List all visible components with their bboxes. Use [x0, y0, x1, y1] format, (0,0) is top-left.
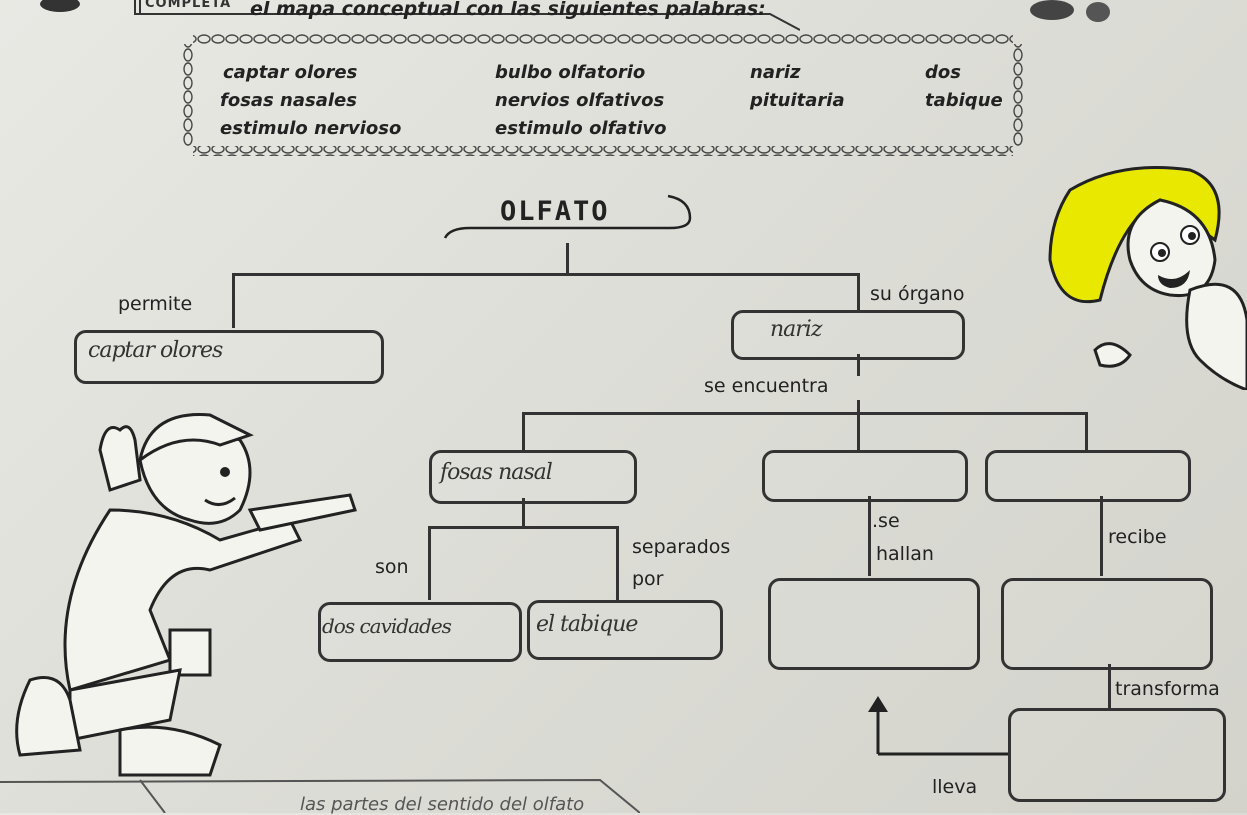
word-bank-item: bulbo olfatorio — [495, 62, 646, 83]
cloud-icon — [1030, 0, 1110, 22]
connector-line — [232, 273, 235, 328]
label-se: .se — [872, 510, 900, 532]
label-su-organo: su órgano — [870, 283, 965, 305]
connector-line — [857, 354, 860, 376]
chain-border — [183, 34, 1023, 156]
connector-line — [868, 496, 871, 576]
answer-box-empty[interactable] — [1001, 578, 1213, 670]
label-son: son — [375, 556, 409, 578]
girl-illustration — [1048, 166, 1247, 390]
handwritten-answer: nariz — [770, 317, 822, 342]
connector-line — [522, 412, 525, 452]
answer-box-fosas[interactable] — [429, 450, 637, 504]
word-bank-item: fosas nasales — [220, 90, 357, 111]
label-recibe: recibe — [1108, 526, 1167, 548]
word-bank-item: tabique — [925, 90, 1003, 111]
label-hallan: hallan — [876, 543, 934, 565]
handwritten-answer: captar olores — [88, 338, 223, 363]
word-bank-item: dos — [925, 62, 961, 83]
connector-line — [522, 412, 1088, 415]
label-se-encuentra: se encuentra — [704, 375, 829, 397]
word-bank: captar olores bulbo olfatorio nariz dos … — [183, 34, 1023, 156]
connector-line — [1085, 412, 1088, 452]
handwritten-answer: dos cavidades — [322, 614, 452, 638]
connector-line — [857, 412, 860, 452]
answer-box-empty[interactable] — [1008, 708, 1226, 802]
instruction-text: el mapa conceptual con las siguientes pa… — [250, 0, 766, 20]
connector-line — [566, 243, 569, 275]
answer-box-organo[interactable] — [731, 310, 965, 360]
handwritten-answer: el tabique — [536, 612, 638, 637]
answer-box-empty[interactable] — [768, 578, 980, 670]
connector-line — [232, 273, 860, 276]
connector-line — [1100, 496, 1103, 576]
connector-line — [428, 526, 618, 529]
instruction-tag: COMPLETA — [145, 0, 232, 11]
word-bank-item: captar olores — [223, 62, 358, 83]
connector-line — [428, 526, 431, 600]
answer-box-por[interactable] — [527, 600, 723, 660]
label-por: por — [632, 568, 664, 590]
word-bank-item: nervios olfativos — [495, 90, 665, 111]
label-separados: separados — [632, 536, 731, 558]
title-underline — [443, 194, 692, 239]
instruction-banner: COMPLETA el mapa conceptual con las sigu… — [40, 0, 800, 31]
word-bank-item: nariz — [750, 62, 801, 83]
connector-line — [857, 273, 860, 313]
connector-line — [1108, 664, 1111, 710]
arrow-up-icon — [868, 696, 1008, 756]
word-bank-item: estimulo nervioso — [220, 118, 402, 139]
label-permite: permite — [118, 293, 193, 315]
footer-text: las partes del sentido del olfato — [300, 794, 585, 815]
connector-line — [616, 526, 619, 600]
boy-illustration — [15, 413, 357, 777]
answer-box-empty[interactable] — [985, 450, 1191, 502]
handwritten-answer: fosas nasal — [440, 460, 553, 485]
answer-box-son[interactable] — [318, 602, 522, 662]
answer-box-empty[interactable] — [762, 450, 968, 502]
connector-line — [857, 400, 860, 414]
label-lleva: lleva — [932, 776, 978, 798]
answer-box-permite[interactable] — [74, 330, 384, 384]
label-transforma: transforma — [1115, 678, 1220, 700]
word-bank-item: pituitaria — [750, 90, 845, 111]
word-bank-item: estimulo olfativo — [495, 118, 667, 139]
connector-line — [522, 498, 525, 528]
map-title: OLFATO — [500, 196, 610, 227]
footer-banner — [0, 778, 640, 813]
